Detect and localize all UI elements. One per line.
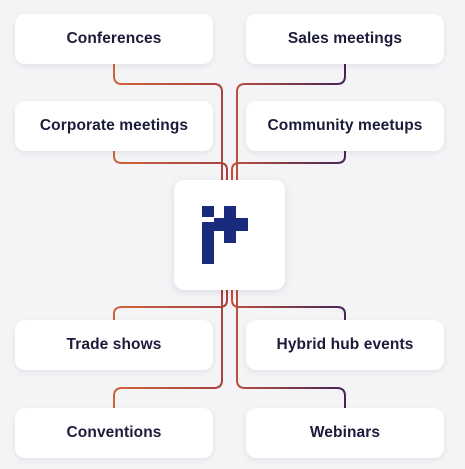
connector-trade-shows (113, 289, 228, 321)
card-community-meetups: Community meetups (246, 101, 444, 151)
card-conventions-label: Conventions (66, 424, 162, 441)
card-sales-meetings-label: Sales meetings (287, 30, 403, 47)
card-trade-shows: Trade shows (15, 320, 213, 370)
card-corporate-meetings-label: Corporate meetings (39, 117, 189, 134)
hub-logo-card (174, 180, 285, 290)
card-trade-shows-label: Trade shows (66, 336, 162, 353)
connector-sales-meetings (236, 63, 346, 181)
connector-webinars (236, 289, 346, 409)
card-community-meetups-label: Community meetups (267, 117, 423, 134)
card-webinars-label: Webinars (309, 424, 381, 441)
connector-corporate-meetings (113, 149, 228, 181)
connector-community-meetups (231, 149, 346, 181)
card-hybrid-hub-events: Hybrid hub events (246, 320, 444, 370)
card-conventions: Conventions (15, 408, 213, 458)
connector-hybrid-hub-events (231, 289, 346, 321)
card-conferences: Conferences (15, 14, 213, 64)
card-sales-meetings: Sales meetings (246, 14, 444, 64)
connector-conventions (113, 289, 223, 409)
card-webinars: Webinars (246, 408, 444, 458)
card-hybrid-hub-events-label: Hybrid hub events (276, 336, 414, 353)
connector-conferences (113, 63, 223, 181)
card-corporate-meetings: Corporate meetings (15, 101, 213, 151)
card-conferences-label: Conferences (66, 30, 162, 47)
i-plus-logo-icon (201, 206, 248, 264)
